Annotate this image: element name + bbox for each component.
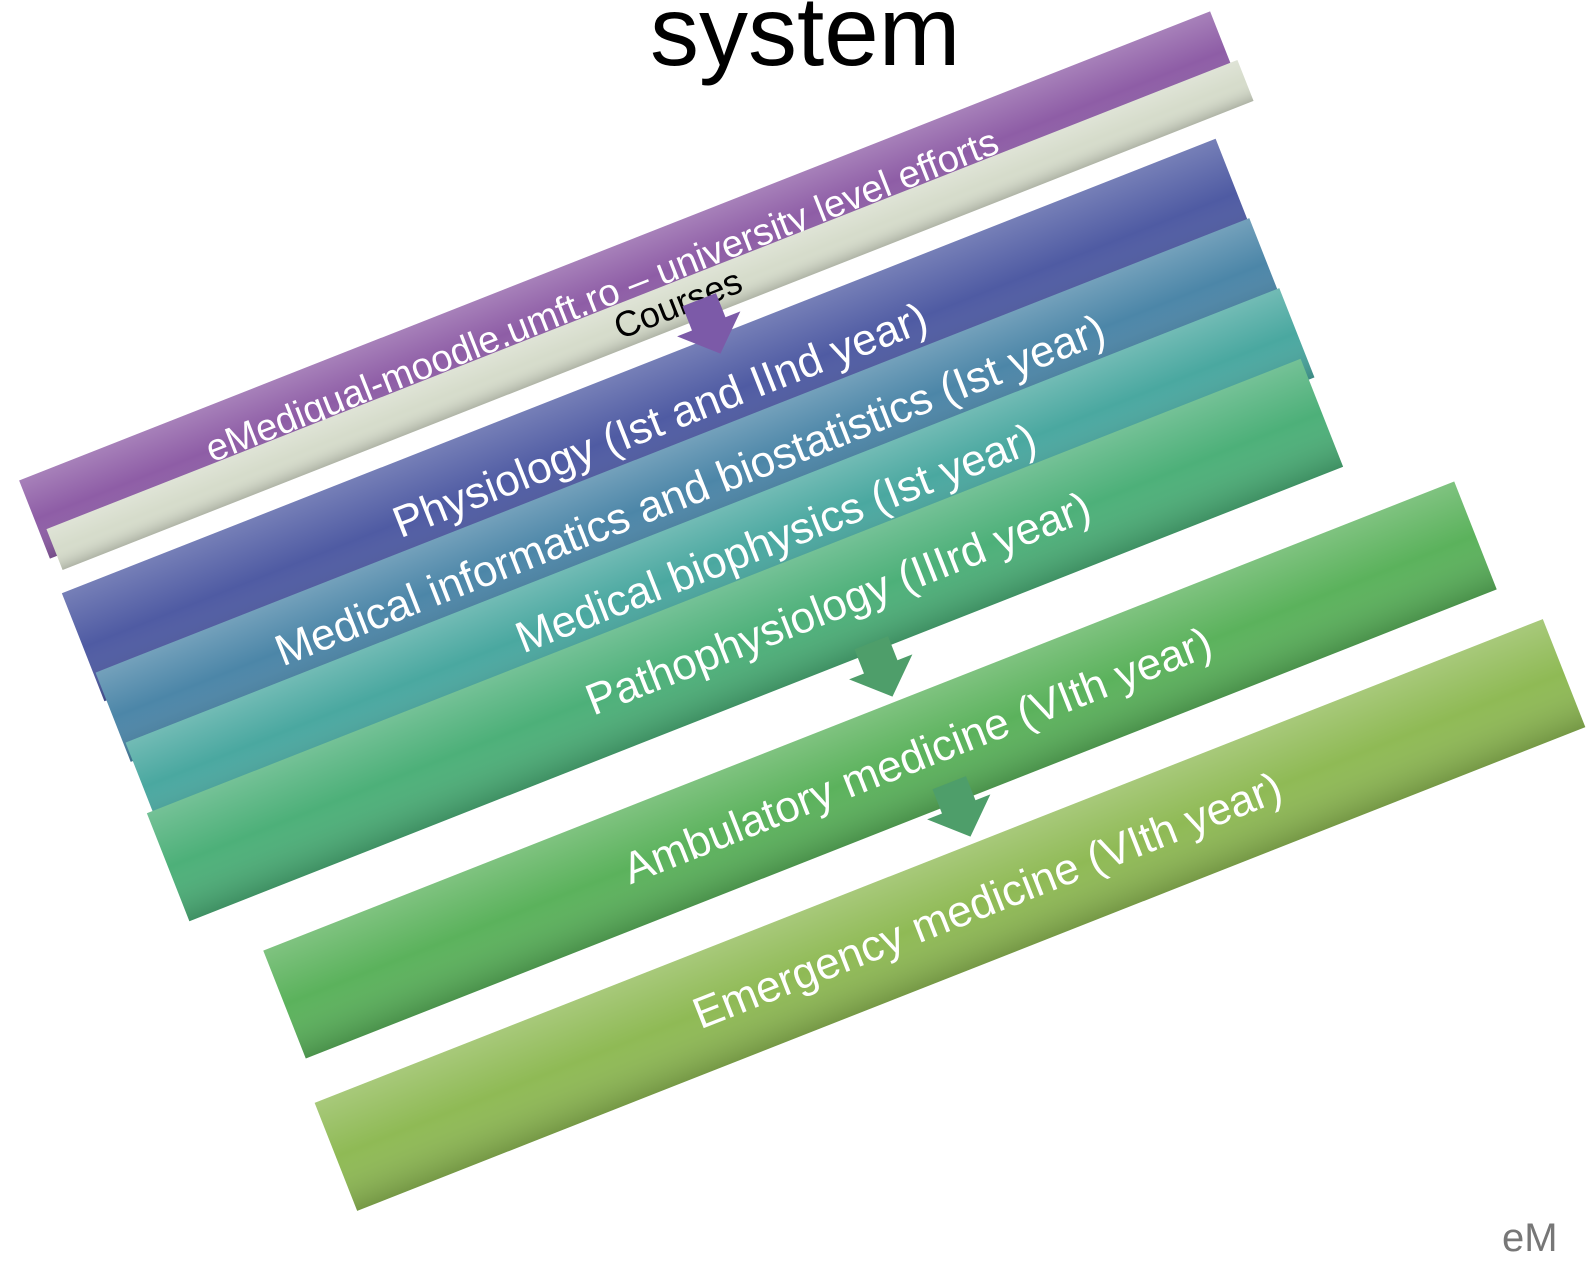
footer-fragment: eM [1502,1216,1558,1260]
arrow-down-icon [677,293,741,354]
slide-title: system [650,0,961,86]
arrow-down-icon [849,636,913,697]
arrow-down-icon [927,776,991,837]
